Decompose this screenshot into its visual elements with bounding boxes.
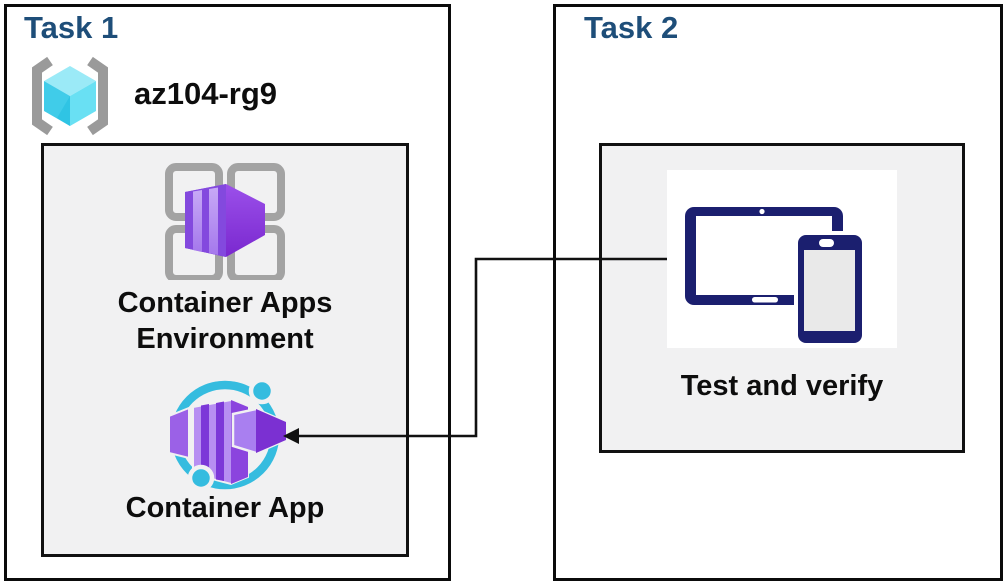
container-apps-environment-icon <box>165 163 285 280</box>
resource-group-name: az104-rg9 <box>134 76 278 111</box>
test-and-verify-tile <box>667 170 897 348</box>
task1-title: Task 1 <box>24 10 119 45</box>
test-and-verify-label: Test and verify <box>680 370 884 402</box>
environment-label: Container Apps Environment <box>41 285 409 357</box>
resource-group-icon <box>32 56 108 136</box>
environment-label-line2: Environment <box>136 323 314 355</box>
task2-title: Task 2 <box>584 10 679 45</box>
container-app-icon <box>168 378 288 492</box>
tablet-and-phone-icon <box>685 207 866 347</box>
environment-label-line1: Container Apps <box>117 287 333 319</box>
container-app-label: Container App <box>125 492 325 524</box>
